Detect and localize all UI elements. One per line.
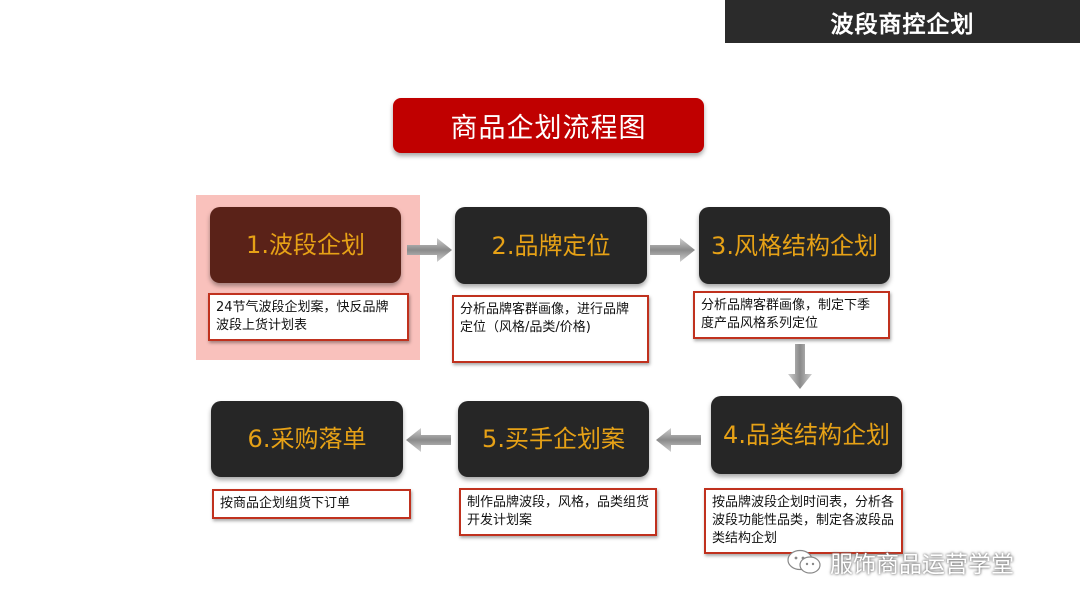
- step-5-desc-text: 制作品牌波段，风格，品类组货开发计划案: [467, 495, 650, 528]
- wechat-icon: [787, 549, 821, 574]
- step-6-label: 6.采购落单: [247, 425, 367, 453]
- flowchart-title: 商品企划流程图: [393, 98, 704, 153]
- step-5-box: 5.买手企划案: [458, 401, 649, 477]
- step-2-label: 2.品牌定位: [491, 231, 611, 260]
- step-3-desc: 分析品牌客群画像，制定下季度产品风格系列定位: [693, 291, 890, 339]
- step-2-desc: 分析品牌客群画像，进行品牌定位（风格/品类/价格): [452, 295, 649, 363]
- step-1-box: 1.波段企划: [210, 207, 401, 283]
- step-4-desc: 按品牌波段企划时间表，分析各波段功能性品类，制定各波段品类结构企划: [704, 488, 903, 554]
- step-2-box: 2.品牌定位: [455, 207, 647, 284]
- header-title: 波段商控企划: [830, 11, 975, 38]
- step-6-desc: 按商品企划组货下订单: [212, 489, 411, 519]
- header-title-bar: 波段商控企划: [725, 0, 1080, 43]
- step-1-desc-text: 24节气波段企划案，快反品牌波段上货计划表: [216, 300, 389, 333]
- step-3-desc-text: 分析品牌客群画像，制定下季度产品风格系列定位: [701, 298, 871, 331]
- arrow-left-icon: [406, 428, 451, 452]
- step-2-desc-text: 分析品牌客群画像，进行品牌定位（风格/品类/价格): [460, 302, 630, 335]
- watermark: 服饰商品运营学堂: [786, 545, 1014, 579]
- step-1-desc: 24节气波段企划案，快反品牌波段上货计划表: [208, 293, 409, 341]
- arrow-right-icon: [407, 238, 452, 262]
- step-4-box: 4.品类结构企划: [711, 396, 902, 474]
- step-4-desc-text: 按品牌波段企划时间表，分析各波段功能性品类，制定各波段品类结构企划: [712, 495, 895, 546]
- arrow-down-icon: [788, 344, 812, 389]
- arrow-left-icon: [656, 428, 701, 452]
- step-6-desc-text: 按商品企划组货下订单: [220, 496, 351, 511]
- step-6-box: 6.采购落单: [211, 401, 403, 477]
- step-5-desc: 制作品牌波段，风格，品类组货开发计划案: [459, 488, 657, 536]
- step-3-box: 3.风格结构企划: [699, 207, 890, 284]
- flowchart-title-text: 商品企划流程图: [450, 113, 647, 144]
- step-1-label: 1.波段企划: [246, 231, 365, 259]
- arrow-right-icon: [650, 238, 695, 262]
- step-4-label: 4.品类结构企划: [723, 421, 890, 449]
- watermark-text: 服饰商品运营学堂: [830, 552, 1014, 578]
- step-5-label: 5.买手企划案: [482, 425, 625, 453]
- step-3-label: 3.风格结构企划: [711, 231, 878, 260]
